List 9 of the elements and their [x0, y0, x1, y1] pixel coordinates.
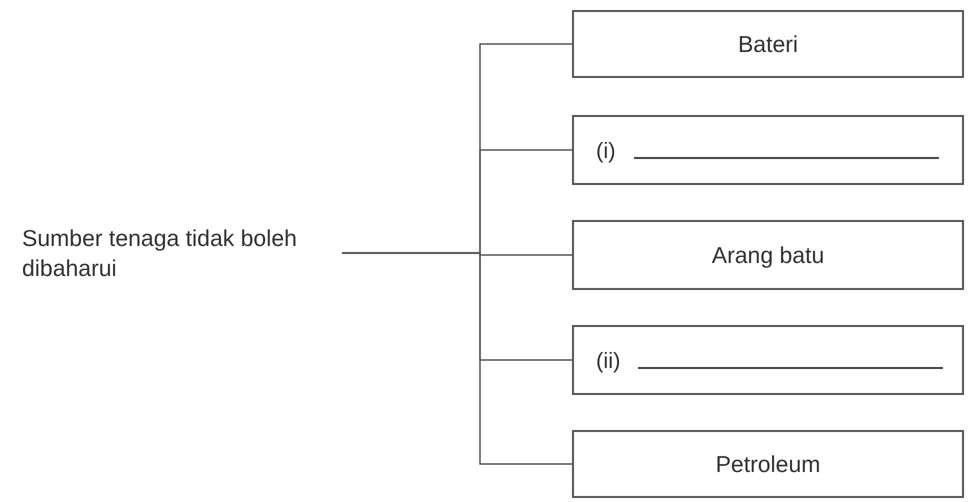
process-box: Bateri [572, 10, 964, 78]
connector-line [342, 252, 572, 465]
item-number: (ii) [596, 346, 620, 374]
process-box: Petroleum [572, 430, 964, 498]
answer-box [572, 115, 964, 185]
node-label: Sumber tenaga tidak boleh dibaharui [22, 224, 298, 283]
item-number: (i) [596, 136, 616, 164]
process-box: Arang batu [572, 220, 964, 290]
answer-box [572, 325, 964, 395]
